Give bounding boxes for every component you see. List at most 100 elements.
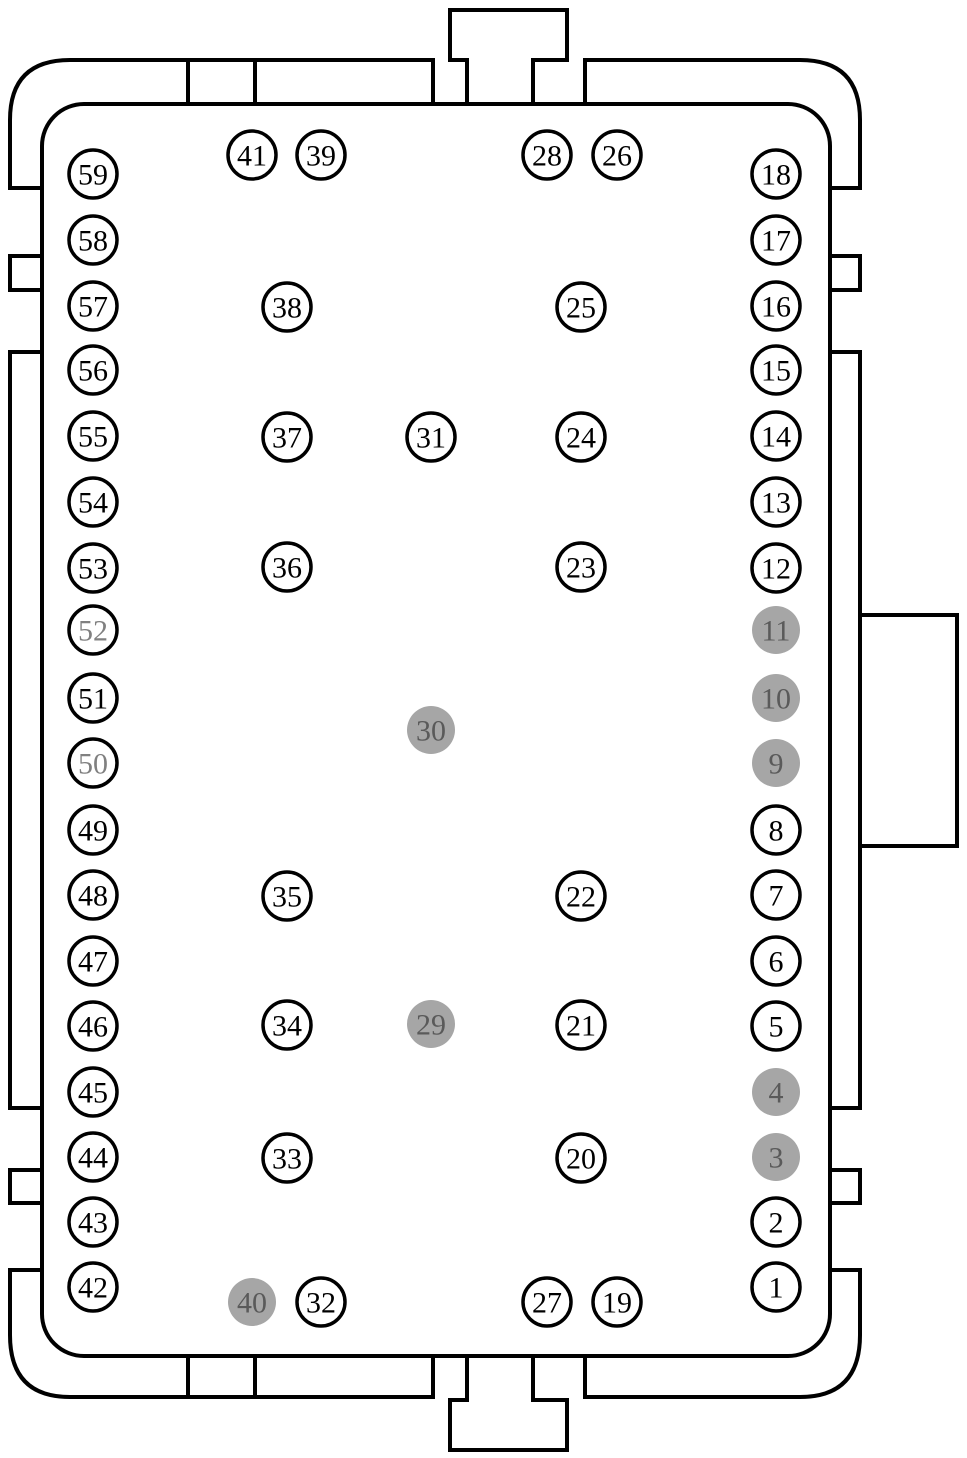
pin-31-circle	[405, 411, 457, 463]
pin-16-circle	[750, 280, 802, 332]
pin-32-circle	[295, 1276, 347, 1328]
pin-27: 27	[521, 1276, 573, 1328]
pin-29: 29	[407, 1000, 455, 1048]
pin-53-circle	[67, 542, 119, 594]
pin-47: 47	[67, 935, 119, 987]
pin-15-label: 15	[761, 355, 791, 388]
pin-57: 57	[67, 280, 119, 332]
pin-16-label: 16	[761, 291, 791, 324]
pin-52: 52	[67, 604, 119, 656]
pin-2: 2	[750, 1196, 802, 1248]
pin-18-circle	[750, 148, 802, 200]
pin-34-label: 34	[272, 1010, 302, 1043]
pin-27-label: 27	[532, 1287, 562, 1320]
pin-17-circle	[750, 214, 802, 266]
pin-40-label: 40	[237, 1287, 267, 1320]
pin-52-circle	[67, 604, 119, 656]
pin-59-label: 59	[78, 159, 108, 192]
pin-57-circle	[67, 280, 119, 332]
pin-9-label: 9	[769, 748, 784, 781]
pin-48-circle	[67, 869, 119, 921]
pin-3: 3	[752, 1133, 800, 1181]
pin-11-circle	[752, 606, 800, 654]
bottom-ribs	[186, 1356, 257, 1397]
pin-15-circle	[750, 344, 802, 396]
pin-39-circle	[295, 129, 347, 181]
pin-41-label: 41	[237, 140, 267, 173]
pin-19: 19	[591, 1276, 643, 1328]
pin-48: 48	[67, 869, 119, 921]
pin-6-label: 6	[769, 946, 784, 979]
pin-24: 24	[555, 411, 607, 463]
right-upper-tab	[830, 254, 862, 292]
connector-housing	[8, 8, 959, 1452]
pin-7-label: 7	[769, 880, 784, 913]
pin-13-label: 13	[761, 487, 791, 520]
pin-58-circle	[67, 214, 119, 266]
pin-33: 33	[261, 1132, 313, 1184]
pin-29-label: 29	[416, 1009, 446, 1042]
pin-7: 7	[750, 869, 802, 921]
pin-42-circle	[67, 1261, 119, 1313]
pin-57-label: 57	[78, 291, 108, 324]
pin-37: 37	[261, 411, 313, 463]
pin-6-circle	[750, 935, 802, 987]
pin-43-circle	[67, 1196, 119, 1248]
pin-12: 12	[750, 542, 802, 594]
pin-9: 9	[752, 739, 800, 787]
pin-24-circle	[555, 411, 607, 463]
pin-1-label: 1	[769, 1272, 784, 1305]
pin-41: 41	[226, 129, 278, 181]
pin-51: 51	[67, 672, 119, 724]
pin-8-label: 8	[769, 815, 784, 848]
pin-20-label: 20	[566, 1143, 596, 1176]
pin-20: 20	[555, 1132, 607, 1184]
pin-10-label: 10	[761, 683, 791, 716]
pin-10-circle	[752, 674, 800, 722]
bottom-latch	[448, 1356, 569, 1452]
pin-38-label: 38	[272, 292, 302, 325]
pin-22: 22	[555, 870, 607, 922]
top-ribs	[186, 60, 257, 104]
pin-30-circle	[407, 706, 455, 754]
pin-21: 21	[555, 999, 607, 1051]
pin-42: 42	[67, 1261, 119, 1313]
pin-11: 11	[752, 606, 800, 654]
pin-37-circle	[261, 411, 313, 463]
pins: 1234567891011121314151617181920212223242…	[67, 129, 802, 1328]
pin-27-circle	[521, 1276, 573, 1328]
pin-7-circle	[750, 869, 802, 921]
pin-30: 30	[407, 706, 455, 754]
pin-50: 50	[67, 737, 119, 789]
pin-28-circle	[521, 129, 573, 181]
pin-11-label: 11	[762, 615, 791, 648]
pin-49: 49	[67, 804, 119, 856]
pin-1: 1	[750, 1261, 802, 1313]
pin-55: 55	[67, 410, 119, 462]
pin-18: 18	[750, 148, 802, 200]
pin-35-circle	[261, 870, 313, 922]
pin-30-label: 30	[416, 715, 446, 748]
right-key-block	[860, 613, 959, 848]
pin-42-label: 42	[78, 1272, 108, 1305]
pin-5-label: 5	[769, 1011, 784, 1044]
pin-28-label: 28	[532, 140, 562, 173]
pin-34: 34	[261, 999, 313, 1051]
pin-9-circle	[752, 739, 800, 787]
pin-23-circle	[555, 541, 607, 593]
pin-32-label: 32	[306, 1287, 336, 1320]
pin-1-circle	[750, 1261, 802, 1313]
pin-16: 16	[750, 280, 802, 332]
pin-39-label: 39	[306, 140, 336, 173]
pin-2-circle	[750, 1196, 802, 1248]
inner-cavity-outline	[40, 102, 832, 1358]
pin-26: 26	[591, 129, 643, 181]
pin-33-circle	[261, 1132, 313, 1184]
left-lower-tab	[8, 1168, 42, 1205]
pin-45-circle	[67, 1066, 119, 1118]
pin-54-circle	[67, 476, 119, 528]
pin-51-label: 51	[78, 683, 108, 716]
pin-3-label: 3	[769, 1142, 784, 1175]
pin-52-label: 52	[78, 615, 108, 648]
